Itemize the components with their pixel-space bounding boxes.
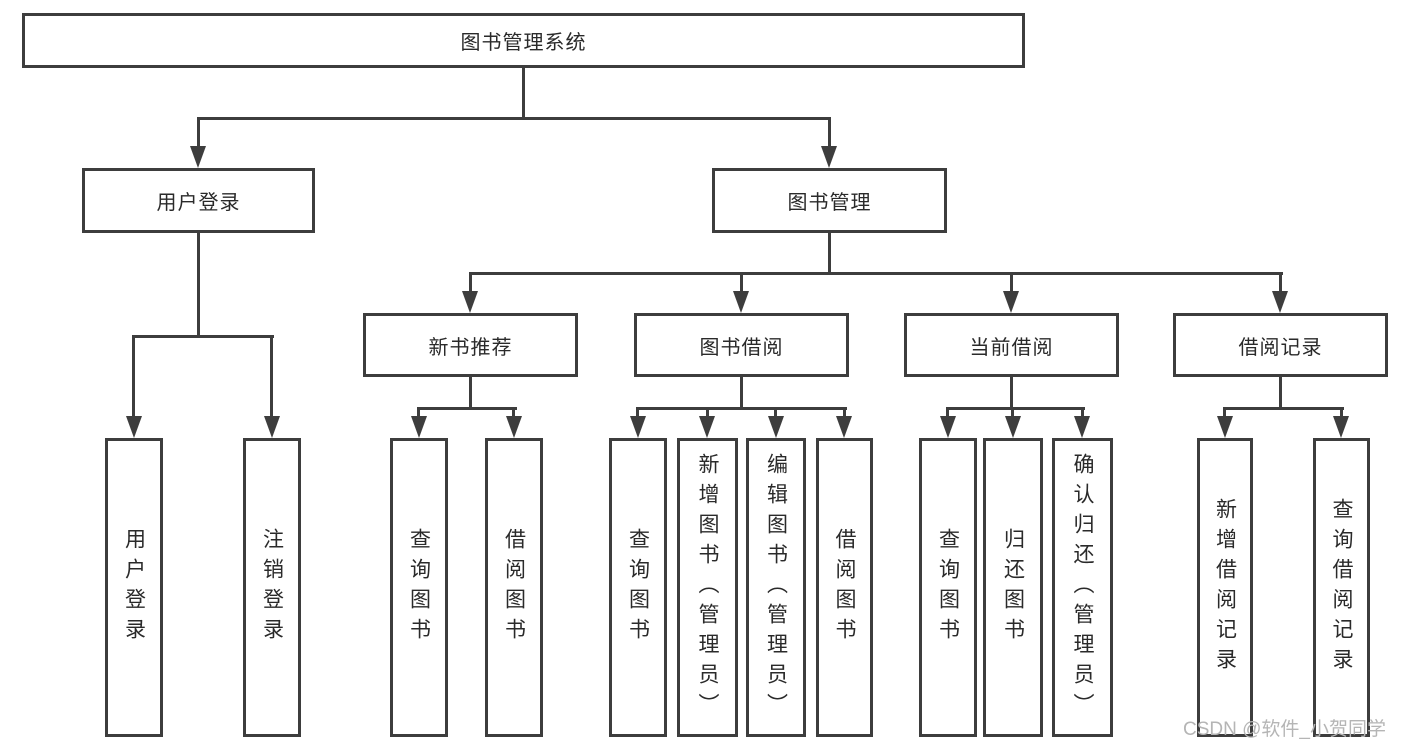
arrow-down-icon [190,146,206,168]
connector-drop [132,335,135,419]
arrow-down-icon [1217,416,1233,438]
arrow-down-icon [1074,416,1090,438]
connector-drop [1011,407,1014,420]
node-root: 图书管理系统 [22,13,1025,68]
arrow-down-icon [630,416,646,438]
arrow-down-icon [733,291,749,313]
leaf-label: 新增图书（管理员） [696,452,719,723]
connector-drop [828,117,831,148]
connector-stem [469,377,472,409]
arrow-down-icon [411,416,427,438]
leaf-confirm-return-admin: 确认归还（管理员） [1052,438,1113,737]
connector-drop [843,407,846,420]
node-root-label: 图书管理系统 [460,32,587,54]
connector-split [1223,407,1344,410]
connector-stem [1279,377,1282,409]
connector-split [636,407,847,410]
arrow-down-icon [1003,291,1019,313]
connector-drop [1223,407,1226,420]
node-user-login: 用户登录 [82,168,315,233]
leaf-borrow-books-2: 借阅图书 [816,438,873,737]
leaf-query-books-3: 查询图书 [919,438,977,737]
node-new-book-recommend: 新书推荐 [363,313,578,377]
leaf-label: 注销登录 [260,527,284,648]
connector-drop [1279,272,1282,294]
node-user-login-label: 用户登录 [156,192,241,214]
node-borrow-records-label: 借阅记录 [1238,336,1323,359]
leaf-query-books-2: 查询图书 [609,438,667,737]
connector-user-login-stem [197,233,200,337]
connector-drop [270,335,273,419]
arrow-down-icon [506,416,522,438]
connector-drop [740,272,743,294]
arrow-down-icon [940,416,956,438]
connector-split [417,407,517,410]
node-new-book-recommend-label: 新书推荐 [428,336,513,359]
arrow-down-icon [1005,416,1021,438]
connector-split [946,407,1085,410]
leaf-add-borrow-record: 新增借阅记录 [1197,438,1253,737]
arrow-down-icon [836,416,852,438]
leaf-label: 用户登录 [122,527,146,648]
connector-drop [636,407,639,420]
leaf-query-books-1: 查询图书 [390,438,448,737]
connector-user-login-split [132,335,274,338]
node-book-borrow-label: 图书借阅 [699,336,784,359]
connector-root-stem [522,68,525,118]
connector-drop [469,272,472,294]
leaf-logout: 注销登录 [243,438,301,737]
leaf-borrow-books-1: 借阅图书 [485,438,543,737]
arrow-down-icon [1333,416,1349,438]
connector-drop [946,407,949,420]
connector-drop [1081,407,1084,420]
leaf-label: 借阅图书 [833,527,856,648]
leaf-return-book: 归还图书 [983,438,1043,737]
connector-stem [740,377,743,409]
leaf-label: 查询图书 [407,527,431,648]
arrow-down-icon [768,416,784,438]
leaf-label: 查询借阅记录 [1330,497,1353,678]
arrow-down-icon [821,146,837,168]
csdn-watermark: CSDN @软件_小贺同学 [1183,719,1386,740]
leaf-label: 归还图书 [1001,527,1025,648]
leaf-add-book-admin: 新增图书（管理员） [677,438,738,737]
arrow-down-icon [462,291,478,313]
connector-book-mgmt-stem [828,233,831,274]
leaf-label: 新增借阅记录 [1213,497,1237,678]
leaf-label: 确认归还（管理员） [1071,452,1094,723]
leaf-edit-book-admin: 编辑图书（管理员） [746,438,806,737]
connector-drop [774,407,777,420]
leaf-label: 编辑图书（管理员） [764,452,788,723]
connector-drop [417,407,420,420]
node-borrow-records: 借阅记录 [1173,313,1388,377]
connector-stem [1010,377,1013,409]
connector-root-split [197,117,831,120]
node-book-management-label: 图书管理 [787,192,872,214]
connector-book-mgmt-split [469,272,1283,275]
arrow-down-icon [1272,291,1288,313]
arrow-down-icon [126,416,142,438]
node-current-borrow-label: 当前借阅 [969,336,1054,359]
node-book-management: 图书管理 [712,168,947,233]
connector-drop [1340,407,1343,420]
connector-drop [706,407,709,420]
leaf-label: 查询图书 [626,527,650,648]
node-book-borrow: 图书借阅 [634,313,849,377]
leaf-label: 借阅图书 [502,527,526,648]
arrow-down-icon [699,416,715,438]
leaf-user-login: 用户登录 [105,438,163,737]
leaf-query-borrow-record: 查询借阅记录 [1313,438,1370,737]
arrow-down-icon [264,416,280,438]
node-current-borrow: 当前借阅 [904,313,1119,377]
connector-drop [512,407,515,420]
connector-drop [1010,272,1013,294]
connector-drop [197,117,200,148]
leaf-label: 查询图书 [936,527,960,648]
